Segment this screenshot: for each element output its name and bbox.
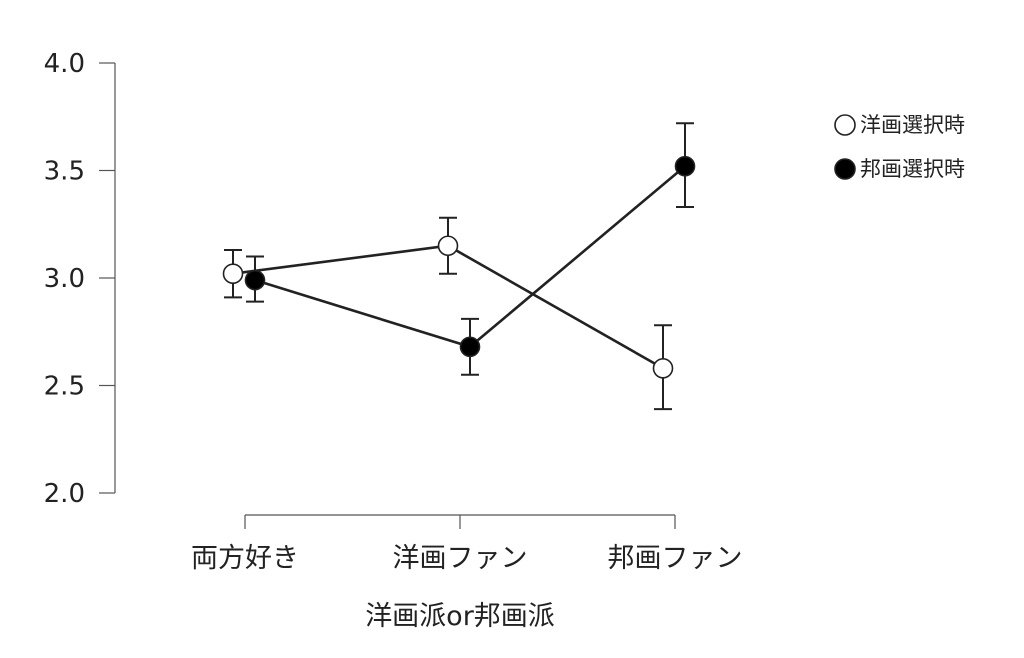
data-point bbox=[459, 336, 481, 358]
series-layer bbox=[222, 122, 696, 411]
x-category-label: 邦画ファン bbox=[608, 543, 743, 574]
x-category-label: 洋画ファン bbox=[393, 543, 528, 574]
y-tick-label: 3.5 bbox=[44, 157, 85, 187]
x-category-labels: 両方好き 洋画ファン 邦画ファン bbox=[191, 543, 743, 574]
series-lines bbox=[232, 165, 686, 370]
y-tick-label: 3.0 bbox=[44, 264, 85, 294]
y-tick-labels: 2.0 2.5 3.0 3.5 4.0 bbox=[44, 49, 85, 509]
legend-label: 洋画選択時 bbox=[860, 113, 965, 137]
y-tick-label: 2.0 bbox=[44, 479, 85, 509]
data-point bbox=[244, 269, 266, 291]
x-axis-title: 洋画派or邦画派 bbox=[365, 601, 555, 632]
y-tick-label: 4.0 bbox=[44, 49, 85, 79]
legend-marker bbox=[834, 114, 856, 136]
data-point bbox=[674, 155, 696, 177]
legend-marker bbox=[834, 158, 856, 180]
legend-label: 邦画選択時 bbox=[860, 157, 965, 181]
data-point bbox=[652, 357, 674, 379]
y-tick-label: 2.5 bbox=[44, 372, 85, 402]
data-point bbox=[437, 235, 459, 257]
x-category-label: 両方好き bbox=[191, 543, 299, 574]
data-points bbox=[222, 155, 696, 379]
data-point bbox=[222, 263, 244, 285]
axes bbox=[99, 62, 676, 529]
